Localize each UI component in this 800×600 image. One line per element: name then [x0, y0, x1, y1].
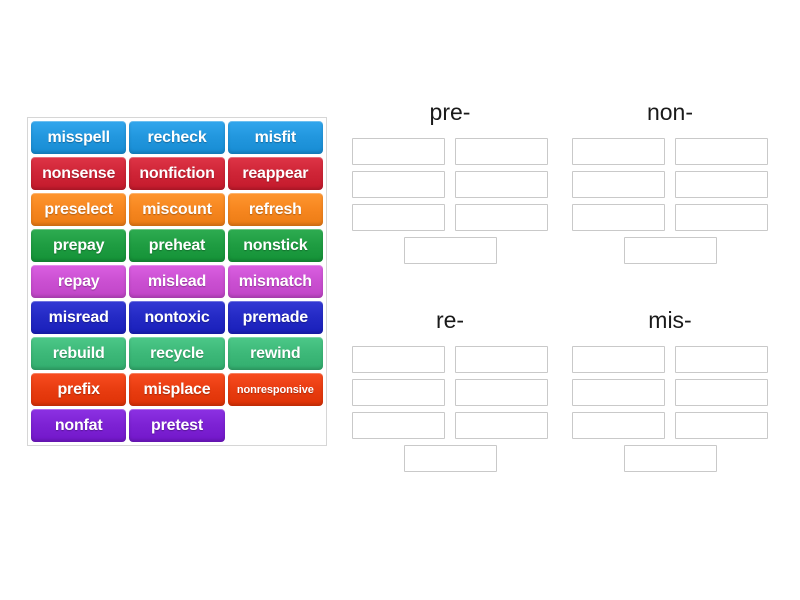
drop-slot-grid-mis[interactable]	[572, 346, 768, 439]
category-title-re: re-	[435, 307, 465, 333]
category-pre: pre-	[352, 100, 548, 264]
drop-slot-last-wrap-mis	[572, 445, 768, 472]
drop-slot[interactable]	[352, 138, 445, 165]
drop-slot[interactable]	[675, 412, 768, 439]
drop-slot[interactable]	[572, 412, 665, 439]
drop-slot[interactable]	[572, 138, 665, 165]
drop-slot-grid-re[interactable]	[352, 346, 548, 439]
category-mis: mis-	[572, 308, 768, 472]
drop-slot[interactable]	[675, 171, 768, 198]
drop-slot-grid-non[interactable]	[572, 138, 768, 231]
word-tile[interactable]: pretest	[129, 409, 225, 442]
category-title-non: non-	[646, 99, 694, 125]
word-tile[interactable]: refresh	[227, 193, 323, 226]
word-tile[interactable]: nontoxic	[129, 301, 225, 334]
word-tile[interactable]: mismatch	[227, 265, 323, 298]
word-tile[interactable]: reappear	[227, 157, 323, 190]
word-tile[interactable]: misfit	[227, 121, 323, 154]
word-tile[interactable]: repay	[31, 265, 127, 298]
word-tile[interactable]: misspell	[31, 121, 127, 154]
category-title-mis: mis-	[648, 307, 692, 333]
drop-slot[interactable]	[572, 346, 665, 373]
category-title-pre: pre-	[429, 99, 471, 125]
drop-slot[interactable]	[352, 346, 445, 373]
drop-slot[interactable]	[623, 237, 717, 264]
drop-slot-last-wrap-non	[572, 237, 768, 264]
drop-slot[interactable]	[455, 412, 548, 439]
word-tile[interactable]: prefix	[31, 373, 127, 406]
drop-slot-last-wrap-pre	[352, 237, 548, 264]
drop-slot[interactable]	[352, 204, 445, 231]
drop-slot[interactable]	[352, 412, 445, 439]
word-tile[interactable]: premade	[227, 301, 323, 334]
drop-slot[interactable]	[455, 171, 548, 198]
word-tile-empty	[228, 409, 323, 442]
drop-slot[interactable]	[455, 204, 548, 231]
drop-slot[interactable]	[675, 346, 768, 373]
word-tile[interactable]: preselect	[31, 193, 127, 226]
word-tile[interactable]: nonresponsive	[227, 373, 323, 406]
word-tile[interactable]: preheat	[129, 229, 225, 262]
drop-slot-grid-pre[interactable]	[352, 138, 548, 231]
drop-slot[interactable]	[352, 379, 445, 406]
word-tile[interactable]: rebuild	[31, 337, 127, 370]
word-tile[interactable]: misread	[31, 301, 127, 334]
word-tile[interactable]: prepay	[31, 229, 127, 262]
word-tile[interactable]: nonstick	[227, 229, 323, 262]
drop-slot[interactable]	[403, 237, 497, 264]
word-tile[interactable]: rewind	[227, 337, 323, 370]
word-tile[interactable]: nonfiction	[129, 157, 225, 190]
drop-slot[interactable]	[572, 171, 665, 198]
drop-slot[interactable]	[675, 204, 768, 231]
drop-slot[interactable]	[403, 445, 497, 472]
word-tile[interactable]: mislead	[129, 265, 225, 298]
word-tile[interactable]: miscount	[129, 193, 225, 226]
word-tile[interactable]: recheck	[129, 121, 225, 154]
category-re: re-	[352, 308, 548, 472]
word-tile[interactable]: nonsense	[31, 157, 127, 190]
drop-slot[interactable]	[455, 138, 548, 165]
category-non: non-	[572, 100, 768, 264]
drop-slot[interactable]	[352, 171, 445, 198]
drop-slot[interactable]	[675, 379, 768, 406]
drop-slot[interactable]	[675, 138, 768, 165]
word-tile[interactable]: recycle	[129, 337, 225, 370]
drop-slot[interactable]	[572, 204, 665, 231]
drop-slot[interactable]	[455, 346, 548, 373]
drop-slot[interactable]	[623, 445, 717, 472]
word-tile[interactable]: misplace	[129, 373, 225, 406]
drop-slot[interactable]	[572, 379, 665, 406]
word-tile[interactable]: nonfat	[31, 409, 127, 442]
drop-slot[interactable]	[455, 379, 548, 406]
drop-slot-last-wrap-re	[352, 445, 548, 472]
